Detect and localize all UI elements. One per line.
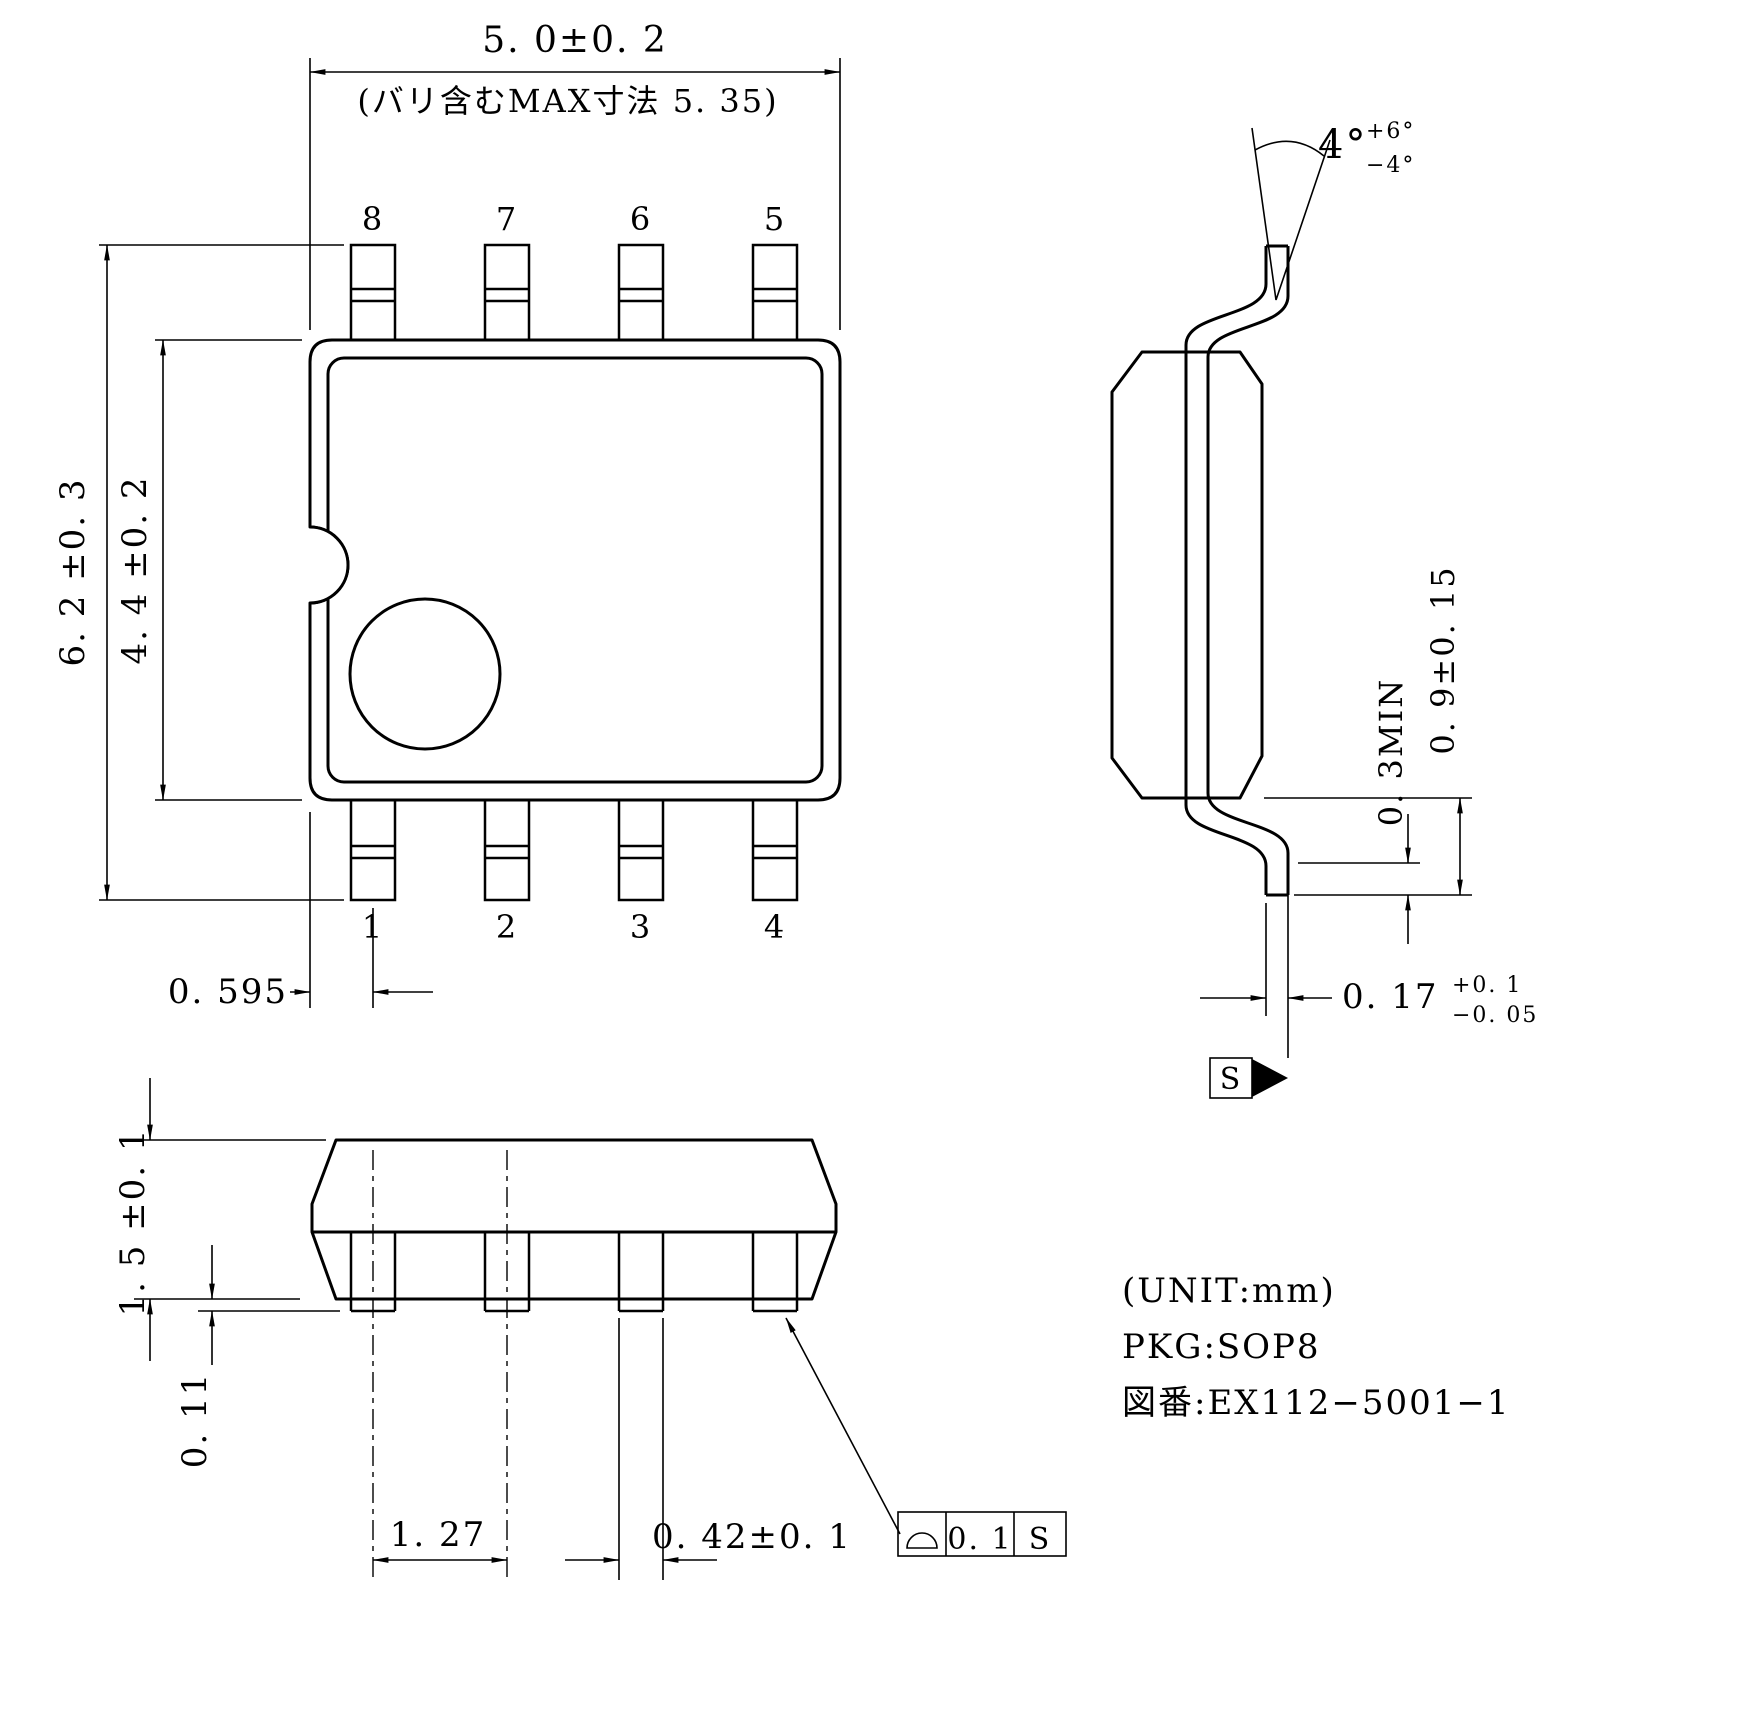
pin-label-4: 4	[764, 908, 786, 946]
notes-block: (UNIT:mm) PKG:SOP8 図番:EX112−5001−1	[1122, 1271, 1511, 1423]
lead-angle-legs	[1251, 127, 1331, 301]
note-drawing-number: 図番:EX112−5001−1	[1122, 1383, 1511, 1423]
dim-lead-angle: 4°	[1318, 122, 1367, 168]
pin-label-5: 5	[764, 200, 786, 238]
pin-label-1: 1	[362, 908, 384, 946]
dim-lead-pitch: 1. 27	[390, 1515, 487, 1555]
front-lead-3	[617, 1232, 665, 1313]
front-view-leads	[349, 1232, 799, 1313]
top-view: 8 7 6 5 1 2 3 4 5. 0±0. 2 (バリ含むMAX寸法 5. …	[53, 20, 842, 1012]
front-view: 1. 5 ±0. 1 0. 11 1. 27 0. 42±0. 1 0. 1 S	[113, 1078, 1067, 1580]
lead-centerlines	[372, 1150, 508, 1580]
body-length-extension-lines	[155, 339, 302, 801]
top-view-pins-lower	[349, 800, 799, 902]
flatness-leader-line	[785, 1317, 901, 1535]
top-view-pins-upper	[349, 243, 799, 340]
dim-lead-thickness-tol-plus: +0. 1	[1452, 973, 1522, 998]
pin-label-3: 3	[630, 908, 652, 946]
pin-label-2: 2	[496, 908, 518, 946]
pin-1-outline	[349, 800, 397, 902]
pin-4-outline	[751, 800, 799, 902]
side-reference-lines	[1264, 797, 1472, 896]
flatness-callout-dividers	[945, 1512, 1015, 1556]
pin-8-outline	[349, 243, 397, 340]
height-extension-lines	[134, 1139, 326, 1300]
pin-3-outline	[617, 800, 665, 902]
lead-profile-inner	[1206, 246, 1290, 895]
pin-7-outline	[483, 243, 531, 340]
lead-width-extension-lines	[618, 1318, 664, 1580]
lead-angle-arc	[1254, 140, 1325, 157]
note-package: PKG:SOP8	[1122, 1327, 1321, 1367]
dim-body-length: 4. 4 ±0. 2	[115, 475, 155, 664]
pin-6-outline	[617, 243, 665, 340]
pin-label-8: 8	[362, 200, 384, 238]
pin-5-outline	[751, 243, 799, 340]
notch-arc	[309, 525, 350, 605]
dim-lead-thickness: 0. 17	[1342, 977, 1439, 1017]
flatness-symbol-icon	[906, 1532, 938, 1549]
dim-standoff: 0. 3MIN	[1372, 678, 1410, 826]
dim-foot-height: 0. 11	[175, 1372, 215, 1469]
flatness-callout-frame	[897, 1511, 1067, 1557]
lead-profile-outer	[1184, 246, 1268, 895]
dim-pin1-offset: 0. 595	[168, 972, 288, 1012]
datum-triangle	[1252, 1059, 1288, 1097]
note-unit: (UNIT:mm)	[1122, 1271, 1336, 1311]
dim-lead-angle-tol-minus: −4°	[1366, 153, 1415, 178]
front-lead-4	[751, 1232, 799, 1313]
dim-package-height: 1. 5 ±0. 1	[113, 1127, 153, 1316]
dim-lead-height: 0. 9±0. 15	[1424, 565, 1462, 754]
lead-tip-caps	[1266, 244, 1288, 897]
datum-box	[1209, 1057, 1253, 1099]
notch-mask	[310, 527, 348, 603]
pin-label-6: 6	[630, 200, 652, 238]
pin-2-outline	[483, 800, 531, 902]
pin1-indicator-circle	[348, 597, 502, 751]
width-extension-lines	[309, 58, 841, 330]
dim-body-width: 5. 0±0. 2	[482, 20, 668, 61]
flatness-tolerance: 0. 1	[947, 1522, 1012, 1557]
pin-label-7: 7	[496, 200, 518, 238]
dim-lead-angle-tol-plus: +6°	[1366, 119, 1415, 144]
datum-label: S	[1220, 1062, 1243, 1097]
dim-lead-width: 0. 42±0. 1	[652, 1517, 852, 1557]
flatness-datum: S	[1029, 1522, 1052, 1557]
front-body-outline	[310, 1138, 838, 1301]
body-outer-outline	[308, 338, 842, 802]
dim-overall-length: 6. 2 ±0. 3	[53, 477, 93, 666]
overall-length-extension-lines	[99, 244, 344, 901]
dim-body-width-max-note: (バリ含むMAX寸法 5. 35)	[357, 82, 778, 120]
dim-lead-thickness-tol-minus: −0. 05	[1452, 1003, 1538, 1028]
side-view: 4° +6° −4° 0. 3MIN 0. 9±0. 15 0. 17 +0. …	[1110, 119, 1538, 1099]
